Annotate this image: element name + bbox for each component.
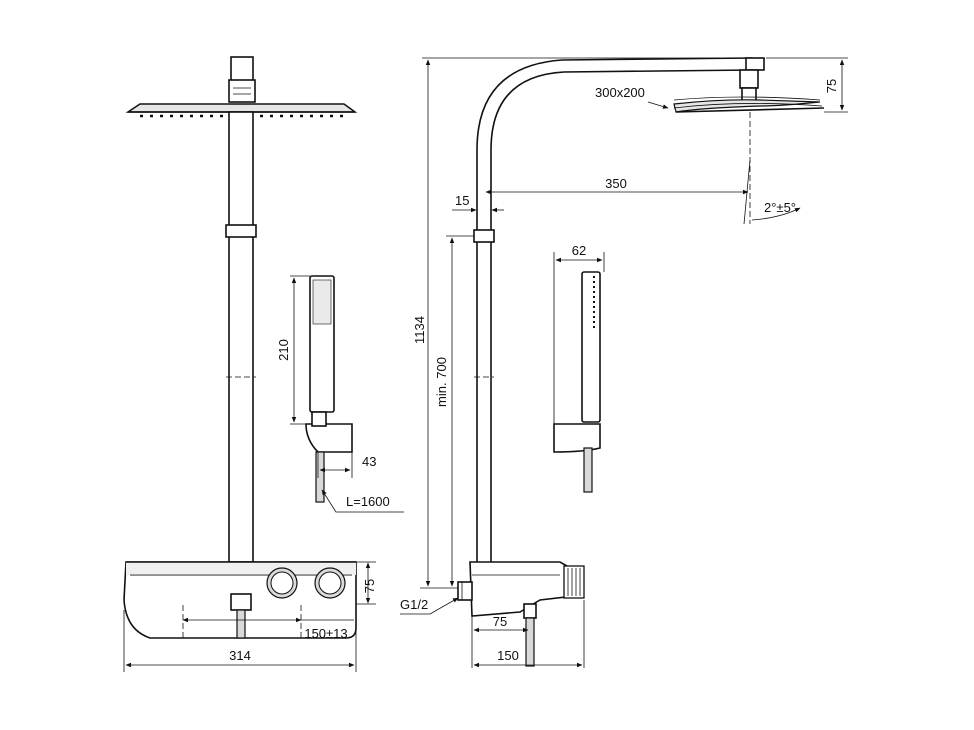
wall-depth-label: 150 xyxy=(497,648,519,663)
side-view: 300x200 75 350 2°±5° 15 1134 min. 700 xyxy=(400,57,848,668)
thermostat-width-label: 314 xyxy=(229,648,251,663)
hose xyxy=(315,451,325,503)
hose-length-label: L=1600 xyxy=(346,494,390,509)
slider-clamp xyxy=(225,224,257,238)
bottom-outlet xyxy=(230,593,252,611)
head-connector xyxy=(230,56,254,82)
overhead-shower-head xyxy=(125,103,358,113)
head-drop-label: 75 xyxy=(824,79,839,93)
handshower-length-label: 210 xyxy=(276,339,291,361)
side-shower-head xyxy=(673,99,821,113)
side-slider-clamp xyxy=(473,229,495,243)
inlet-fitting xyxy=(457,581,473,601)
handshower-holder xyxy=(305,423,353,453)
handshower-front xyxy=(305,275,353,503)
holder-depth-label: 43 xyxy=(362,454,376,469)
front-view: 75 150±13 314 210 43 L=1600 xyxy=(123,56,404,672)
thermostat-side xyxy=(469,561,575,617)
inlet-thread-label: G1/2 xyxy=(400,597,428,612)
side-head-connector xyxy=(739,69,759,89)
outlet-offset-label: 75 xyxy=(493,614,507,629)
side-riser-pipe xyxy=(476,57,753,567)
thermostat-height-label: 75 xyxy=(362,579,377,593)
total-height-label: 1134 xyxy=(412,316,427,344)
arm-length-label: 350 xyxy=(605,176,627,191)
front-riser-pipe xyxy=(228,111,254,563)
inlet-spacing-label: 150±13 xyxy=(304,626,347,641)
handshower-width-label: 62 xyxy=(572,243,586,258)
head-size-label: 300x200 xyxy=(595,85,645,100)
side-handshower-holder xyxy=(553,423,601,453)
pipe-offset-label: 15 xyxy=(455,193,469,208)
handshower-side xyxy=(553,271,601,493)
side-outlet-hose xyxy=(525,617,535,667)
tilt-label: 2°±5° xyxy=(764,200,796,215)
min-height-label: min. 700 xyxy=(434,357,449,407)
side-knob xyxy=(563,565,585,599)
